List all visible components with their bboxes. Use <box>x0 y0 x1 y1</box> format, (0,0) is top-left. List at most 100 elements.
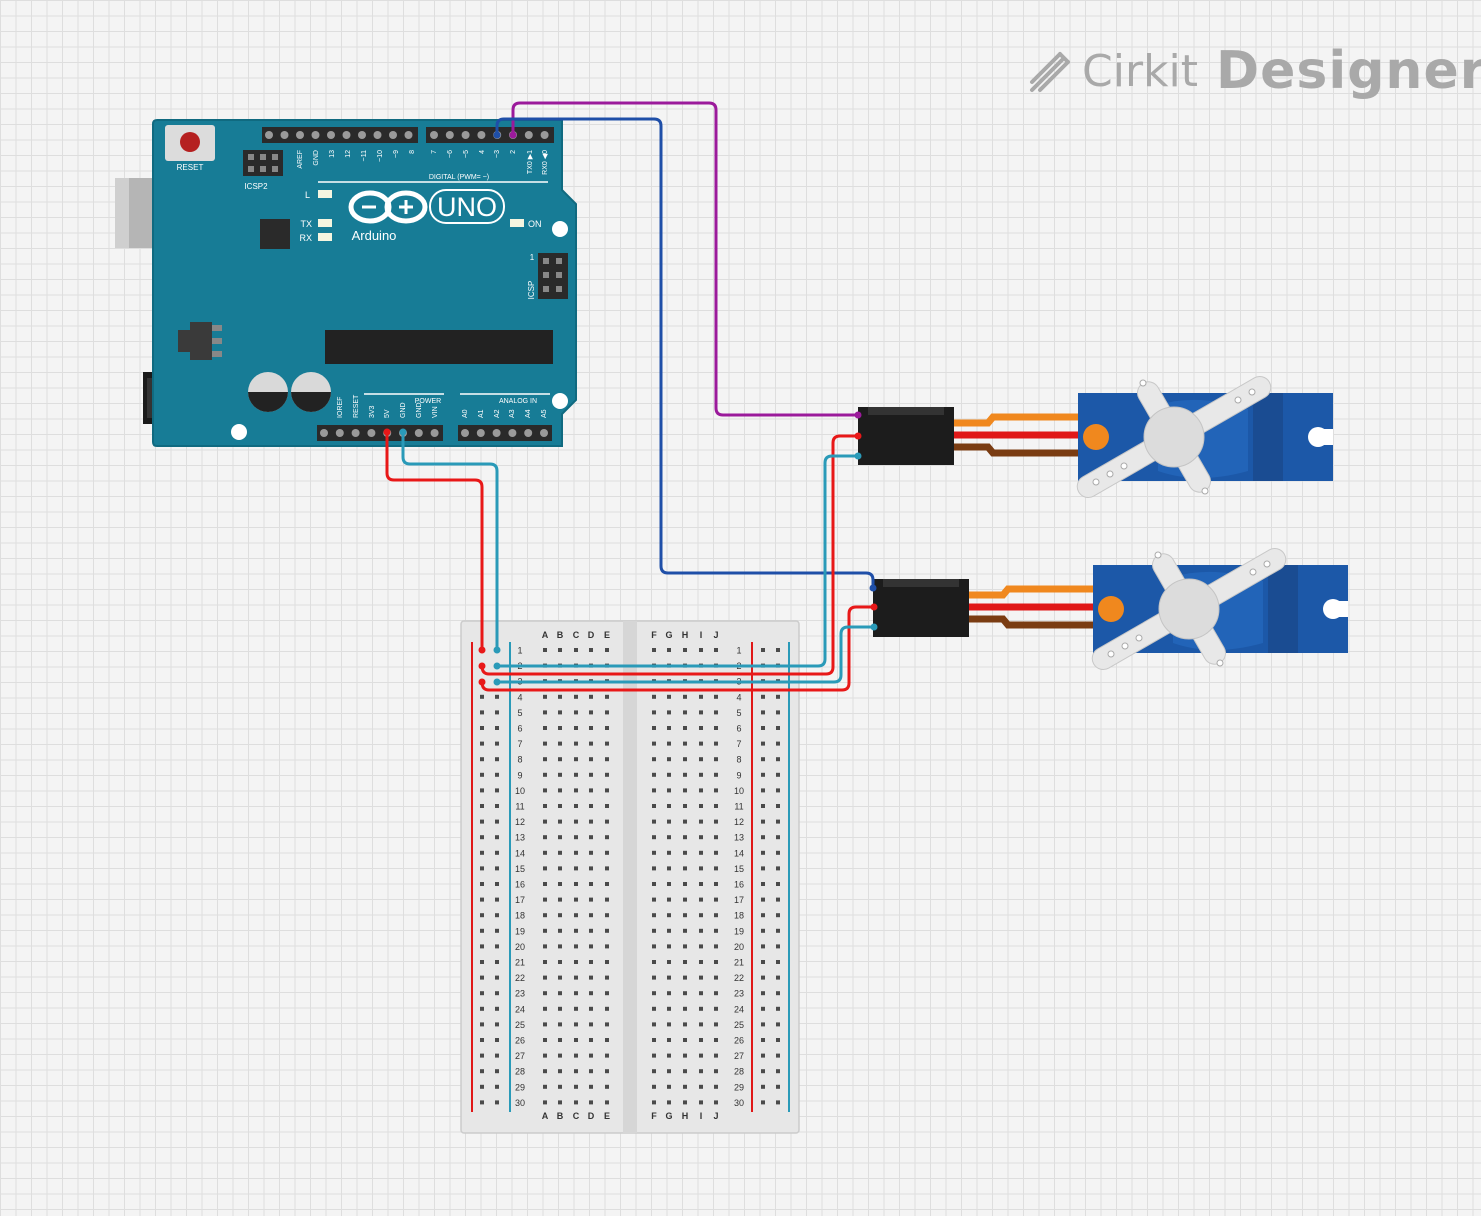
power-pin-label: VIN <box>432 406 439 418</box>
wire-pin2-to-servo1-signal[interactable] <box>511 101 860 417</box>
wire-endpoint[interactable] <box>869 584 877 592</box>
row-number-left: 24 <box>515 1004 525 1014</box>
row-number-left: 15 <box>515 864 525 874</box>
wire-endpoint[interactable] <box>478 678 486 686</box>
column-letter: G <box>665 1111 672 1121</box>
row-number-right: 25 <box>734 1020 744 1030</box>
bottom-pins <box>320 429 548 437</box>
power-pin-label: GND <box>416 402 423 418</box>
row-number-right: 6 <box>736 724 741 734</box>
wire-pin3-to-servo2-signal[interactable] <box>495 117 875 590</box>
wire-breadboard-to-servo1-power[interactable] <box>480 434 860 676</box>
breadboard-center-gap <box>623 621 637 1133</box>
row-number-right: 26 <box>734 1036 744 1046</box>
row-number-right: 22 <box>734 973 744 983</box>
row-number-right: 29 <box>734 1082 744 1092</box>
top-header-right <box>426 127 554 143</box>
column-letter: J <box>713 1111 718 1121</box>
arduino-uno[interactable]: RESET ICSP2 L TX RX ON UNO Arduino <box>115 119 577 447</box>
voltage-regulator <box>190 322 212 360</box>
column-letter: A <box>542 630 549 640</box>
usb-chip <box>260 219 290 249</box>
row-number-left: 30 <box>515 1098 525 1108</box>
servo-2[interactable] <box>873 544 1348 673</box>
wire-breadboard-to-servo1-ground[interactable] <box>495 454 860 668</box>
wire-endpoint[interactable] <box>870 623 878 631</box>
wire-5v-to-breadboard[interactable] <box>385 430 484 652</box>
row-number-left: 26 <box>515 1036 525 1046</box>
row-number-right: 17 <box>734 895 744 905</box>
icsp2-header <box>243 150 283 176</box>
wire-endpoint[interactable] <box>383 428 391 436</box>
column-letter: J <box>713 630 718 640</box>
led-on <box>510 219 524 227</box>
wire-endpoints <box>383 131 878 686</box>
wire-endpoint[interactable] <box>493 678 501 686</box>
wire-gnd-to-breadboard[interactable] <box>401 430 499 652</box>
row-number-left: 20 <box>515 942 525 952</box>
power-pin-label: 5V <box>384 409 391 418</box>
analog-header-label: ANALOG IN <box>499 398 537 405</box>
wire-endpoint[interactable] <box>493 662 501 670</box>
top-pin-label: GND <box>313 150 320 166</box>
row-number-left: 4 <box>517 692 522 702</box>
wire-breadboard-to-servo2-ground[interactable] <box>495 625 876 684</box>
row-number-left: 21 <box>515 958 525 968</box>
servo-horn[interactable] <box>1073 372 1275 501</box>
servo-layer <box>858 372 1348 673</box>
wire-endpoint[interactable] <box>493 646 501 654</box>
row-number-right: 15 <box>734 864 744 874</box>
row-number-left: 27 <box>515 1051 525 1061</box>
row-number-left: 18 <box>515 911 525 921</box>
column-letter: B <box>557 1111 564 1121</box>
servo-connector <box>858 407 954 465</box>
row-number-left: 10 <box>515 786 525 796</box>
row-number-right: 14 <box>734 848 744 858</box>
row-number-right: 23 <box>734 989 744 999</box>
cirkit-designer-logo: Cirkit Designer <box>1028 40 1481 102</box>
wire-endpoint[interactable] <box>854 452 862 460</box>
atmega-chip <box>325 330 553 364</box>
row-number-left: 7 <box>517 739 522 749</box>
power-header <box>317 425 443 441</box>
wire-endpoint[interactable] <box>509 131 517 139</box>
wire-endpoint[interactable] <box>493 131 501 139</box>
wire-breadboard-to-servo2-power[interactable] <box>480 605 876 692</box>
row-number-left: 22 <box>515 973 525 983</box>
led-on-label: ON <box>528 219 542 229</box>
column-letter: C <box>573 630 580 640</box>
row-number-left: 13 <box>515 833 525 843</box>
wire-endpoint[interactable] <box>870 603 878 611</box>
analog-pin-label: A0 <box>462 409 469 418</box>
top-pin-label: ~10 <box>377 150 384 162</box>
servo-horn[interactable] <box>1088 544 1290 673</box>
wire-endpoint[interactable] <box>854 411 862 419</box>
column-letter: B <box>557 630 564 640</box>
led-tx-label: TX <box>300 219 312 229</box>
column-letter: E <box>604 1111 610 1121</box>
wire-endpoint[interactable] <box>478 662 486 670</box>
power-pin-label: 3V3 <box>369 405 376 418</box>
column-letter: H <box>682 1111 689 1121</box>
servo-1[interactable] <box>858 372 1333 501</box>
power-header-label: POWER <box>415 398 441 405</box>
analog-pin-label: A4 <box>525 409 532 418</box>
wire-endpoint[interactable] <box>478 646 486 654</box>
capacitor-1 <box>248 372 288 412</box>
top-pin-label: AREF <box>297 150 304 169</box>
cirkit-pen-icon <box>1030 52 1070 92</box>
column-letter: I <box>700 1111 703 1121</box>
analog-header <box>458 425 552 441</box>
row-number-right: 27 <box>734 1051 744 1061</box>
servo-connector <box>873 579 969 637</box>
top-header-left <box>262 127 418 143</box>
breadboard-holes <box>480 648 780 1105</box>
wire-endpoint[interactable] <box>854 432 862 440</box>
wire-endpoint[interactable] <box>399 428 407 436</box>
row-number-left: 28 <box>515 1067 525 1077</box>
top-pin-label: ~9 <box>393 150 400 158</box>
